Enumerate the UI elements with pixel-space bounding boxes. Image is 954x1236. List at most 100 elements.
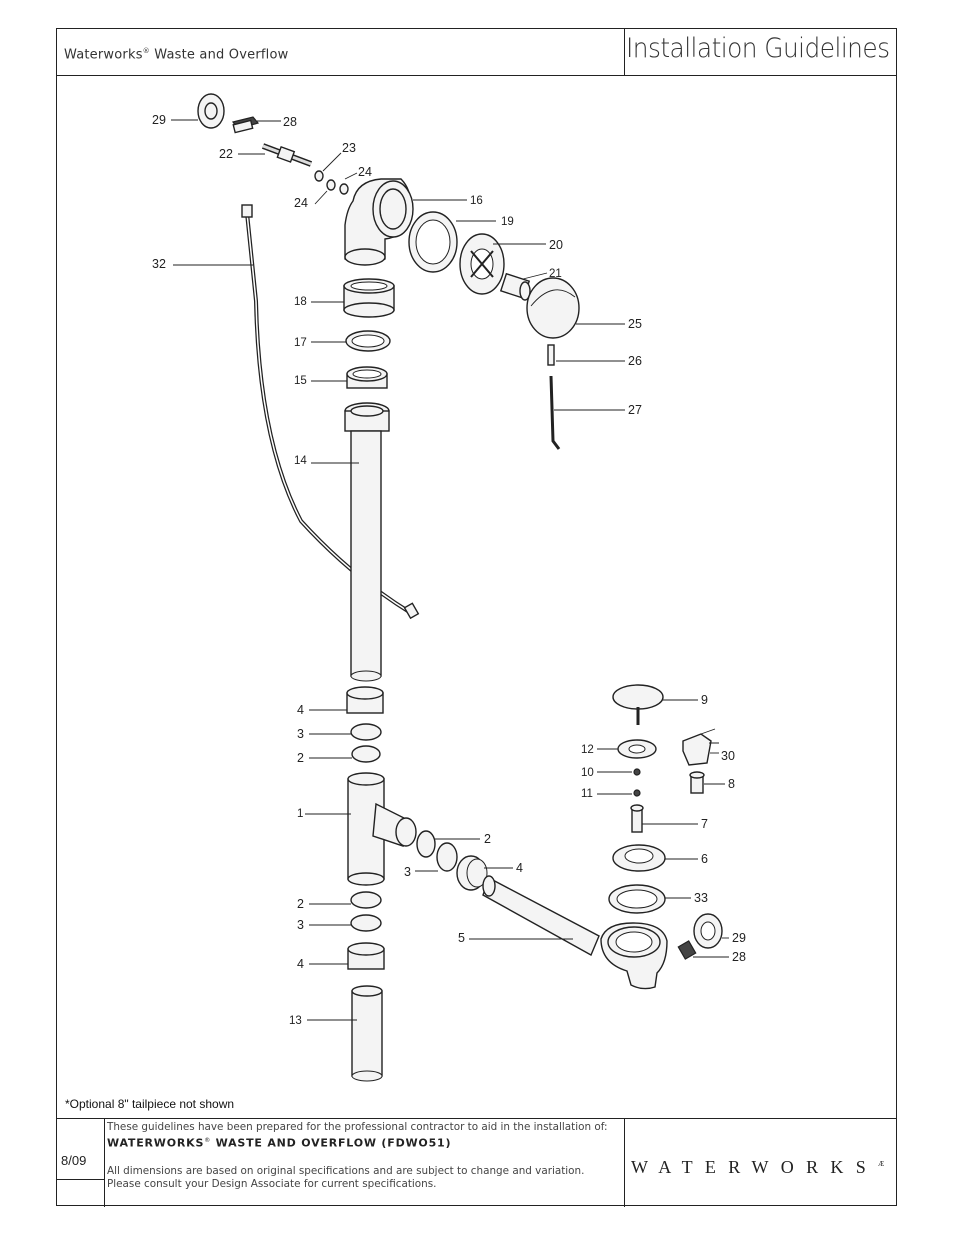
part-6-strainer [612, 844, 666, 872]
part-25-overflow-cap [526, 277, 580, 339]
label-14: 14 [294, 455, 307, 467]
header-reg-mark: ® [142, 47, 150, 55]
label-29-top: 29 [152, 113, 166, 127]
label-4-c: 4 [297, 957, 304, 971]
label-8: 8 [728, 777, 735, 791]
header-product: Waterworks® Waste and Overflow [64, 47, 288, 62]
label-2-c: 2 [297, 897, 304, 911]
logo-mark: Æ [878, 1160, 885, 1168]
part-28-screw-bottom [677, 940, 697, 960]
part-16-overflow-elbow [344, 178, 414, 266]
part-21-connector [499, 272, 531, 301]
part-29-flange-top [197, 93, 225, 129]
part-17-ring [345, 330, 391, 352]
part-8-insert [689, 771, 705, 794]
label-20: 20 [549, 238, 563, 252]
part-28-bracket-top [231, 116, 260, 134]
label-15: 15 [294, 375, 307, 387]
page-title: Installation Guidelines [626, 33, 890, 64]
label-3-a: 3 [297, 727, 304, 741]
logo-text: WATERWORKS [631, 1157, 879, 1177]
label-24-b: 24 [294, 196, 308, 210]
label-28-bottom: 28 [732, 950, 746, 964]
label-3-c: 3 [297, 918, 304, 932]
footer-product: WATERWORKS® WASTE AND OVERFLOW (FDWO51) [107, 1134, 622, 1150]
part-33-gasket [608, 884, 666, 914]
part-4-nut-c [347, 942, 385, 970]
part-24-washer-b [339, 183, 349, 195]
part-5-drain-shoe [482, 875, 668, 990]
footer-date-rule [57, 1179, 104, 1180]
revision-date: 8/09 [61, 1153, 87, 1168]
part-2-washer-a [351, 745, 381, 763]
label-25: 25 [628, 317, 642, 331]
footer-product-model: WASTE AND OVERFLOW (FDWO51) [211, 1136, 452, 1150]
header-product-name: Waste and Overflow [154, 47, 289, 63]
page-frame: Waterworks® Waste and Overflow Installat… [56, 28, 897, 1207]
footer-intro: These guidelines have been prepared for … [107, 1121, 608, 1133]
part-9-stopper [612, 684, 664, 725]
label-30: 30 [721, 749, 735, 763]
part-12-seat [617, 739, 657, 759]
label-5: 5 [458, 931, 465, 945]
part-11-spring [633, 789, 641, 797]
label-22: 22 [219, 147, 233, 161]
footer-date-cell: 8/09 [57, 1119, 105, 1207]
label-6: 6 [701, 852, 708, 866]
part-4-nut-b [456, 855, 488, 891]
footer-product-reg: ® [204, 1137, 211, 1144]
part-10-screw [633, 768, 641, 776]
header: Waterworks® Waste and Overflow Installat… [57, 29, 896, 76]
part-22-stem [261, 143, 313, 167]
label-13: 13 [289, 1015, 302, 1027]
label-24-a: 24 [358, 165, 372, 179]
part-30-tool [682, 728, 719, 766]
footer-text: These guidelines have been prepared for … [107, 1121, 622, 1191]
label-9: 9 [701, 693, 708, 707]
part-4-nut-a [346, 686, 384, 714]
label-27: 27 [628, 403, 642, 417]
label-23: 23 [342, 141, 356, 155]
part-2-washer-b [416, 830, 436, 858]
part-3-ring-b [436, 842, 458, 872]
header-brand: Waterworks [64, 47, 143, 63]
part-18-coupling [343, 278, 395, 318]
label-19: 19 [501, 216, 514, 228]
label-32: 32 [152, 257, 166, 271]
label-33: 33 [694, 891, 708, 905]
label-4-b: 4 [516, 861, 523, 875]
part-19-gasket [408, 211, 458, 273]
part-14-overflow-tube [344, 402, 390, 682]
footer: 8/09 These guidelines have been prepared… [57, 1118, 896, 1207]
label-2-a: 2 [297, 751, 304, 765]
part-7-post [630, 804, 644, 833]
label-28-top: 28 [283, 115, 297, 129]
header-divider [624, 29, 625, 75]
footer-divider [624, 1119, 625, 1207]
waterworks-logo: WATERWORKSÆ [631, 1157, 884, 1178]
label-11: 11 [581, 788, 593, 800]
label-7: 7 [701, 817, 708, 831]
part-27-rod [549, 375, 561, 450]
part-15-nut [346, 366, 388, 389]
label-29-bottom: 29 [732, 931, 746, 945]
label-4-a: 4 [297, 703, 304, 717]
label-12: 12 [581, 744, 594, 756]
label-1: 1 [297, 808, 303, 820]
part-3-ring-a [350, 723, 382, 741]
footer-disclaimer-2: Please consult your Design Associate for… [107, 1177, 437, 1190]
label-18: 18 [294, 296, 307, 308]
label-16: 16 [470, 195, 483, 207]
part-24-washer [326, 179, 336, 191]
part-26-pin [547, 344, 555, 366]
part-29-flange-bottom [693, 913, 723, 949]
part-2-washer-c [350, 891, 382, 909]
part-20-overflow-plate [459, 233, 505, 295]
label-2-b: 2 [484, 832, 491, 846]
part-1-tee [347, 772, 417, 886]
label-21: 21 [549, 268, 562, 280]
part-3-ring-c [350, 914, 382, 932]
part-13-tailpiece [351, 985, 383, 1082]
exploded-parts-diagram: 29 28 22 23 24 24 16 19 20 21 25 26 27 3… [57, 75, 896, 1117]
footer-disclaimer-1: All dimensions are based on original spe… [107, 1164, 585, 1177]
